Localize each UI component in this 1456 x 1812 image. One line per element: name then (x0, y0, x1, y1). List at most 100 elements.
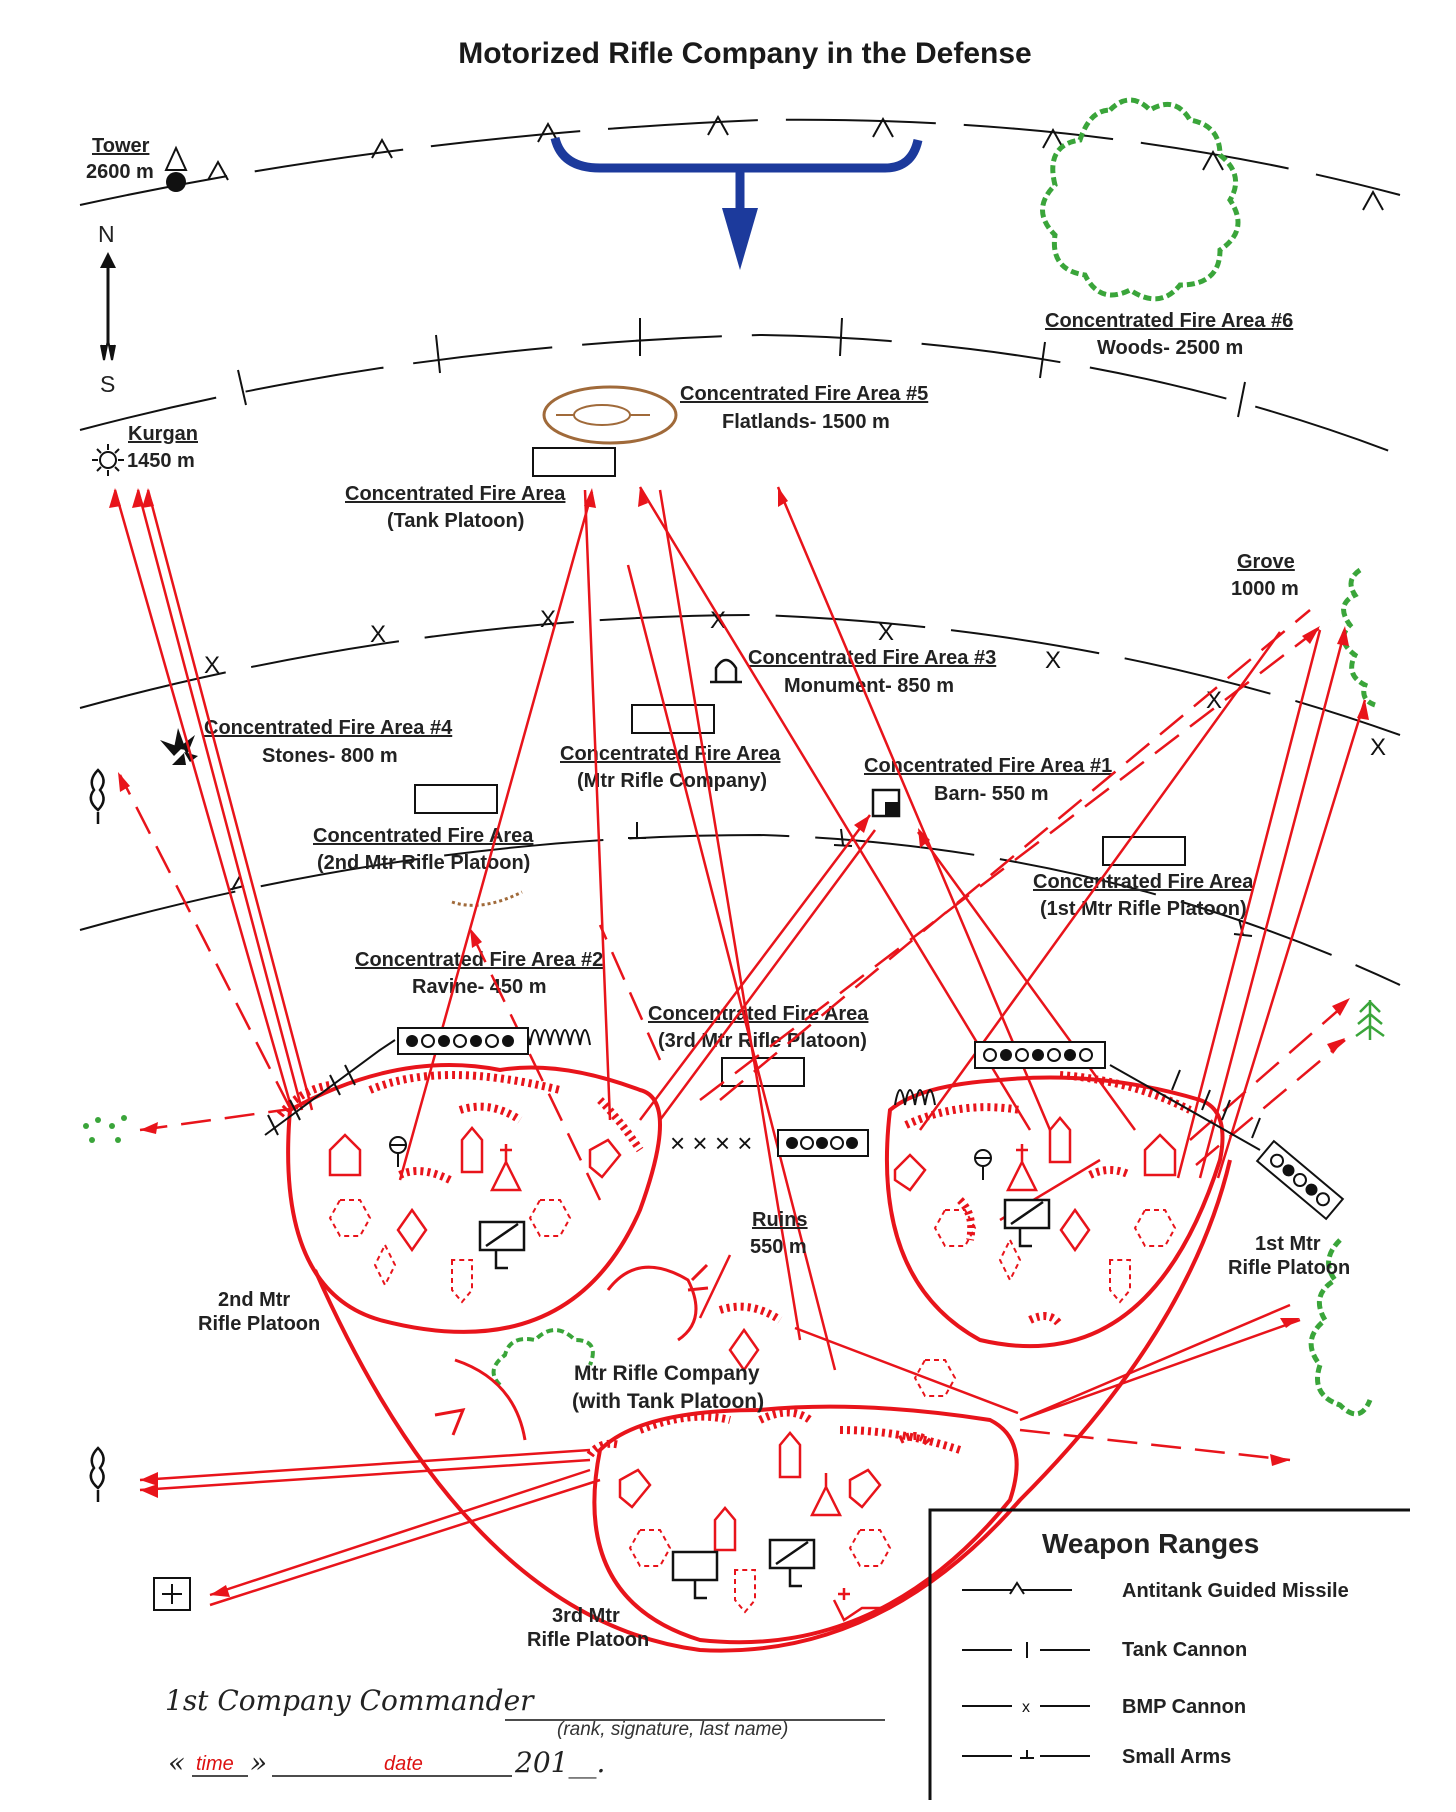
time-field: time (196, 1753, 234, 1775)
enemy-attack-arrow (550, 136, 923, 270)
compass-south-label: S (100, 371, 115, 397)
company-envelope (313, 1159, 1232, 1653)
svg-text:X: X (878, 619, 894, 646)
cfa3-sub: Monument- 850 m (784, 675, 954, 697)
flatlands-cfa5: Concentrated Fire Area #5 Flatlands- 150… (542, 383, 928, 445)
date-field: date (384, 1753, 423, 1775)
ruins-name: Ruins (752, 1209, 808, 1231)
trenches (276, 1071, 1192, 1458)
tank-cfa-sub: (Tank Platoon) (387, 510, 524, 532)
tank-cfa-box (532, 447, 616, 477)
legend: Weapon Ranges Antitank Guided Missile Ta… (928, 1508, 1410, 1800)
plt3-cfa-sub: (3rd Mtr Rifle Platoon) (658, 1030, 867, 1052)
cfa5-sub: Flatlands- 1500 m (722, 411, 890, 433)
platoon-1-area (884, 1075, 1225, 1349)
plt1-cfa-sub: (1st Mtr Rifle Platoon) (1040, 898, 1247, 920)
cfa6-sub: Woods- 2500 m (1097, 337, 1243, 359)
cfa3-name: Concentrated Fire Area #3 (748, 647, 996, 669)
platoon-3-label-line2: Rifle Platoon (527, 1629, 649, 1651)
woods-right-lower (1308, 1238, 1373, 1417)
svg-text:X: X (370, 621, 386, 648)
tower-landmark: Tower 2600 m (86, 135, 188, 192)
open-quote: « (168, 1746, 185, 1779)
tower-icon (164, 145, 188, 171)
svg-text:X: X (1045, 647, 1061, 674)
fire-lines (113, 486, 1367, 1607)
dashed-positions (328, 1199, 1177, 1614)
signature-caption: (rank, signature, last name) (557, 1719, 788, 1740)
signature-block: 1st Company Commander (rank, signature, … (165, 1684, 885, 1779)
ravine-icon (451, 890, 523, 907)
cfa1-sub: Barn- 550 m (934, 783, 1049, 805)
plt1-cfa-name: Concentrated Fire Area (1033, 871, 1254, 893)
svg-text:X: X (710, 607, 726, 634)
woods-cfa6: Concentrated Fire Area #6 Woods- 2500 m (1040, 97, 1293, 359)
legend-item-small-arms: Small Arms (962, 1746, 1231, 1768)
diagram-title: Motorized Rifle Company in the Defense (458, 37, 1031, 70)
platoon-1-label-line2: Rifle Platoon (1228, 1257, 1350, 1279)
first-aid-icon (153, 1577, 191, 1611)
year-field: 201__. (514, 1746, 605, 1779)
wire-obstacles (264, 1029, 1261, 1151)
grove-landmark: Grove 1000 m (1231, 551, 1376, 708)
svg-text:X: X (540, 606, 556, 633)
legend-atgm-label: Antitank Guided Missile (1122, 1580, 1349, 1602)
platoon-2-label-line2: Rifle Platoon (198, 1313, 320, 1335)
tower-distance: 2600 m (86, 161, 154, 183)
cfa4-sub: Stones- 800 m (262, 745, 398, 767)
legend-item-atgm: Antitank Guided Missile (962, 1580, 1349, 1602)
compass-north-label: N (98, 221, 115, 247)
command-posts (489, 1144, 1039, 1622)
company-label-line1: Mtr Rifle Company (574, 1362, 760, 1385)
fire-lines-dashed (118, 609, 1351, 1462)
plt3-cfa-name: Concentrated Fire Area (648, 1003, 869, 1025)
plt2-cfa-name: Concentrated Fire Area (313, 825, 534, 847)
legend-tank-label: Tank Cannon (1122, 1639, 1247, 1661)
company-cfa-sub: (Mtr Rifle Company) (577, 770, 767, 792)
legend-title: Weapon Ranges (1042, 1528, 1259, 1559)
fire-arrowheads (109, 487, 1369, 1597)
legend-item-bmp: x BMP Cannon (962, 1696, 1246, 1718)
cfa4-name: Concentrated Fire Area #4 (204, 717, 453, 739)
ruins-distance: 550 m (750, 1236, 807, 1258)
observation-posts (389, 1136, 992, 1180)
plt2-cfa-sub: (2nd Mtr Rifle Platoon) (317, 852, 530, 874)
anti-tank-emplacements (434, 1263, 709, 1441)
svg-text:X: X (204, 652, 220, 679)
range-arc-tank (79, 317, 1401, 456)
platoon-2-area (286, 1063, 662, 1334)
woods-center (491, 1328, 595, 1387)
bushes-icon-left (83, 1115, 127, 1143)
range-arc-small-arms (79, 822, 1401, 986)
cfa5-name: Concentrated Fire Area #5 (680, 383, 928, 405)
legend-bmp-label: BMP Cannon (1122, 1696, 1246, 1718)
cfa2-sub: Ravine- 450 m (412, 976, 547, 998)
svg-text:x: x (1022, 1699, 1030, 1716)
svg-text:× × × ×: × × × × (670, 1128, 752, 1158)
cfa2-name: Concentrated Fire Area #2 (355, 949, 603, 971)
range-arc-atgm (79, 114, 1401, 211)
grove-trees-icon (1341, 567, 1376, 708)
tower-name: Tower (92, 135, 150, 157)
platoon-1-label-line1: 1st Mtr (1255, 1233, 1321, 1255)
kurgan-name: Kurgan (128, 423, 198, 445)
cfa6-name: Concentrated Fire Area #6 (1045, 310, 1293, 332)
kurgan-landmark: Kurgan 1450 m (92, 423, 198, 476)
company-label-line2: (with Tank Platoon) (572, 1390, 764, 1413)
vehicle-symbols (328, 1116, 1177, 1552)
tank-cfa-name: Concentrated Fire Area (345, 483, 566, 505)
company-cfa-name: Concentrated Fire Area (560, 743, 781, 765)
plt1-cfa-box (1102, 836, 1186, 866)
platoon-2-label-line1: 2nd Mtr (218, 1289, 290, 1311)
tank-symbols (478, 1198, 1051, 1600)
kurgan-distance: 1450 m (127, 450, 195, 472)
company-cfa-box (631, 704, 715, 734)
pine-tree-icon (1355, 1000, 1385, 1040)
tree-icon-left-upper (89, 768, 105, 824)
plt2-cfa-box (414, 784, 498, 814)
plt3-cfa-box (721, 1057, 805, 1087)
legend-small-arms-label: Small Arms (1122, 1746, 1231, 1768)
sun-icon (92, 444, 124, 476)
close-quote: » (250, 1746, 267, 1779)
